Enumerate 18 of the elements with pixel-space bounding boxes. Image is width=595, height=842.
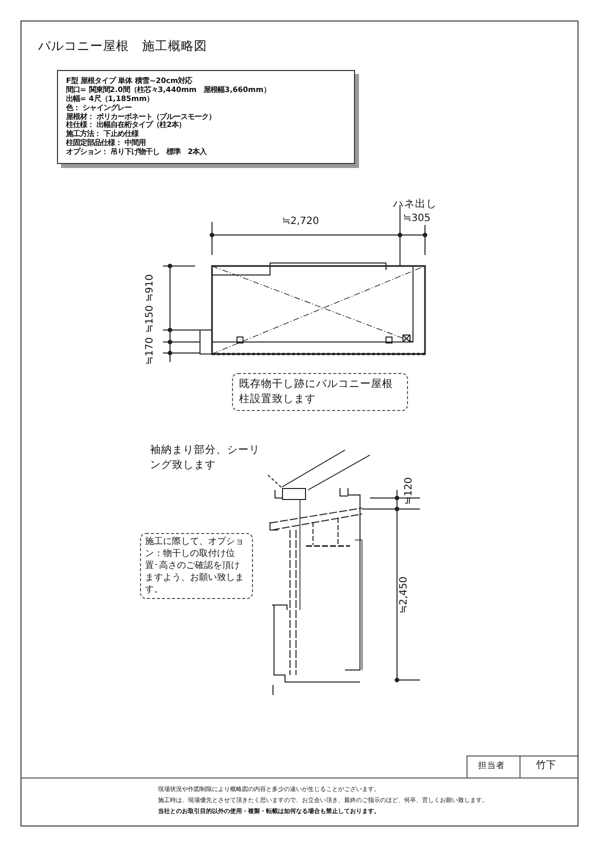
dimension-value: ≒170	[146, 337, 156, 365]
dimension-value: ≒120	[404, 477, 415, 505]
callout-text: 施工に際して、オプション：物干しの取付け位置･高さのご確認を頂けますよう、お願い致します。	[145, 536, 245, 596]
callout-text: 既存物干し跡にバルコニー屋根柱設置致します	[239, 377, 394, 408]
dimension-value: ≒2,720	[282, 217, 320, 227]
table-value: 竹下	[536, 761, 556, 771]
dimension-value: ≒305	[403, 214, 430, 224]
leader-line	[268, 474, 282, 488]
dimension-value: ≒910	[146, 274, 156, 302]
dimension-value: ≒150	[146, 305, 156, 333]
callout-box	[140, 533, 253, 599]
callout-box	[232, 373, 408, 412]
dimension-label: ハネ出し	[393, 199, 437, 210]
table-header: 担当者	[478, 762, 505, 770]
callout-text: 袖納まり部分、シーリング致します	[150, 443, 261, 474]
title: バルコニー屋根 施工概略図	[38, 40, 207, 52]
dimension-value: ≒2,450	[400, 576, 410, 614]
eave-block	[282, 488, 306, 500]
